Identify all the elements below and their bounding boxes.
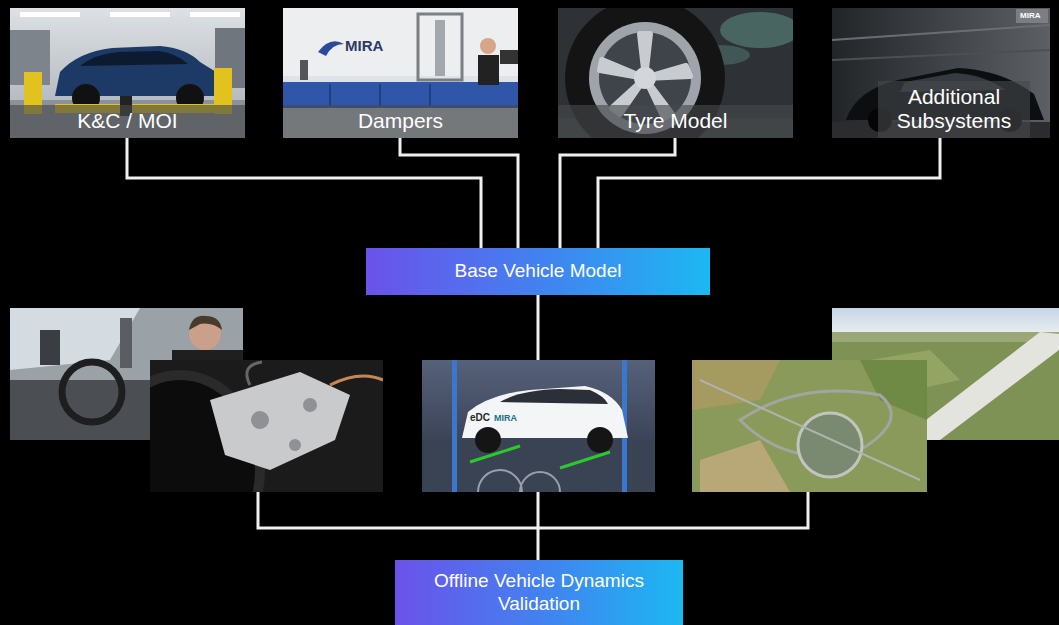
box-label: Offline Vehicle Dynamics Validation xyxy=(413,570,665,616)
photo-shape xyxy=(189,316,222,330)
photo-shape xyxy=(10,308,140,370)
photo-shape xyxy=(20,12,80,17)
photo-shape xyxy=(860,360,927,420)
simulation-render xyxy=(422,360,655,492)
kc-rig-photo xyxy=(10,8,245,138)
tyre-photo xyxy=(558,8,793,138)
tile-caption: Additional Subsystems xyxy=(878,81,1030,138)
photo-shape xyxy=(475,427,501,453)
photo-shape xyxy=(452,360,457,492)
photo-shape xyxy=(500,389,608,404)
photo-shape xyxy=(832,308,1059,332)
tyre-photo-tile: Tyre Model xyxy=(558,8,793,138)
photo-shape xyxy=(120,318,132,368)
photo-shape xyxy=(720,12,793,48)
photo-shape xyxy=(692,360,780,410)
bracket-line xyxy=(258,492,808,528)
wheel-sensor-photo xyxy=(150,360,383,492)
tile-caption: Dampers xyxy=(283,105,518,138)
photo-shape xyxy=(10,380,160,440)
tile-caption: K&C / MOI xyxy=(10,105,245,138)
photo-shape xyxy=(80,51,188,66)
photo-shape xyxy=(587,427,613,453)
photo-shape xyxy=(251,411,269,429)
dampers-photo-tile: Dampers xyxy=(283,8,518,138)
photo-shape xyxy=(832,332,1059,342)
aerial-track-photo xyxy=(692,360,927,492)
photo-shape xyxy=(560,452,610,468)
connector-line xyxy=(400,138,518,248)
validation-box: Offline Vehicle Dynamics Validation xyxy=(395,560,683,625)
photo-shape xyxy=(40,330,60,365)
photo-shape xyxy=(329,84,331,106)
model-box: Base Vehicle Model xyxy=(366,248,710,295)
photo-shape xyxy=(700,380,920,480)
subsystems-photo-tile: Additional Subsystems xyxy=(832,8,1050,138)
photo-shape xyxy=(110,12,170,17)
photo-shape xyxy=(318,41,344,56)
photo-shape xyxy=(470,446,520,462)
photo-shape xyxy=(700,440,790,492)
photo-shape xyxy=(330,376,383,385)
photo-shape xyxy=(692,360,927,492)
photo-shape xyxy=(429,84,431,106)
photo-shape xyxy=(832,8,1050,138)
photo-shape xyxy=(10,100,245,138)
photo-shape xyxy=(832,50,1050,60)
photo-shape xyxy=(634,67,656,89)
connector-line xyxy=(560,138,675,248)
photo-shape xyxy=(418,14,462,80)
connector-line xyxy=(598,138,940,248)
photo-shape xyxy=(190,12,240,17)
photo-shape xyxy=(303,398,317,412)
photo-shape xyxy=(422,360,655,492)
photo-shape xyxy=(247,362,262,385)
photo-shape xyxy=(500,50,518,64)
kc-photo-tile: K&C / MOI xyxy=(10,8,245,138)
damper-lab-photo xyxy=(283,8,518,138)
photo-shape xyxy=(435,20,445,76)
photo-shape xyxy=(798,413,862,477)
photo-shape xyxy=(210,372,350,470)
logo-text: MIRA xyxy=(494,414,517,423)
logo-text: MIRA xyxy=(1020,12,1040,20)
photo-shape xyxy=(283,8,518,138)
tile-caption: Tyre Model xyxy=(558,105,793,138)
photo-shape xyxy=(832,25,1050,40)
photo-shape xyxy=(520,472,560,492)
photo-shape xyxy=(62,362,122,422)
photo-shape xyxy=(283,104,518,138)
photo-shape xyxy=(379,84,381,106)
photo-shape xyxy=(300,60,308,80)
box-label: Base Vehicle Model xyxy=(455,260,622,283)
logo-text: eDC xyxy=(470,413,490,423)
photo-shape xyxy=(478,470,522,492)
photo-shape xyxy=(478,55,499,85)
photo-shape xyxy=(480,38,496,54)
wind-tunnel-photo xyxy=(832,8,1050,138)
photo-shape xyxy=(289,439,301,451)
photo-shape xyxy=(10,8,245,138)
photo-shape xyxy=(1016,9,1048,23)
logo-text: MIRA xyxy=(345,38,383,53)
